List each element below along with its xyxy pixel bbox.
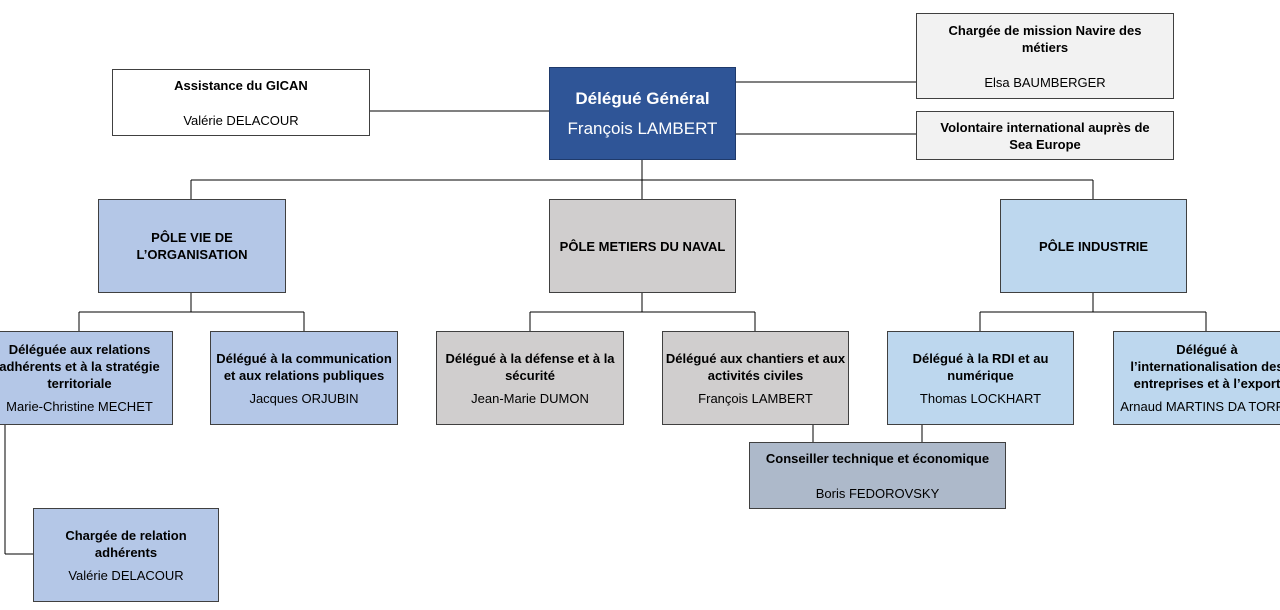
conseiller-box: Conseiller technique et économique Boris… [749,442,1006,509]
charge-relation-title-line1: Chargée de relation [65,527,187,543]
mission-navire-title-line2: métiers [1021,39,1069,55]
volontaire-box: Volontaire international auprès de Sea E… [916,111,1174,160]
charge-relation-title-line2: adhérents [94,544,158,560]
chantiers-name: François LAMBERT [698,390,813,406]
relations-adherents-title-line1: Déléguée aux relations [8,342,151,357]
pole-naval-box: PÔLE METIERS DU NAVAL [549,199,736,293]
international-box: Délégué à l’internationalisation des ent… [1113,331,1280,425]
defense-title-line2: sécurité [505,367,555,383]
assistance-title: Assistance du GICAN [174,77,308,93]
general-delegate-box: Délégué Général François LAMBERT [549,67,736,160]
pole-organisation-box: PÔLE VIE DE L’ORGANISATION [98,199,286,293]
pole-naval-title: PÔLE METIERS DU NAVAL [559,238,726,254]
assistance-name: Valérie DELACOUR [183,112,299,128]
pole-organisation-title-line1: PÔLE VIE DE [151,230,233,245]
rdi-name: Thomas LOCKHART [919,390,1042,406]
international-name: Arnaud MARTINS DA TORRE [1120,399,1280,414]
volontaire-title-line1: Volontaire international auprès de [940,119,1150,135]
rdi-box: Délégué à la RDI et au numérique Thomas … [887,331,1074,425]
international-title-line2: l’internationalisation des [1130,359,1280,374]
volontaire-title-line2: Sea Europe [1009,136,1081,152]
general-delegate-title: Délégué Général [575,88,710,108]
communication-name: Jacques ORJUBIN [249,390,359,406]
chantiers-title-line1: Délégué aux chantiers et aux [665,350,846,366]
pole-industrie-box: PÔLE INDUSTRIE [1000,199,1187,293]
communication-title-line2: et aux relations publiques [223,367,385,383]
defense-name: Jean-Marie DUMON [471,390,589,406]
relations-adherents-name: Marie-Christine MECHET [6,399,153,414]
international-title-line1: Délégué à [1176,342,1238,357]
chantiers-title-line2: activités civiles [707,367,804,383]
general-delegate-name: François LAMBERT [567,118,718,138]
communication-box: Délégué à la communication et aux relati… [210,331,398,425]
defense-title-line1: Délégué à la défense et à la [445,350,615,366]
mission-navire-title-line1: Chargée de mission Navire des [948,22,1142,38]
conseiller-name: Boris FEDOROVSKY [815,485,940,501]
charge-relation-name: Valérie DELACOUR [68,567,184,583]
relations-adherents-title-line3: territoriale [47,376,112,391]
assistance-box: Assistance du GICAN Valérie DELACOUR [112,69,370,136]
rdi-title-line1: Délégué à la RDI et au [912,350,1049,366]
chantiers-box: Délégué aux chantiers et aux activités c… [662,331,849,425]
pole-organisation-title-line2: L’ORGANISATION [136,247,248,262]
conseiller-title: Conseiller technique et économique [765,450,990,466]
rdi-title-line2: numérique [947,367,1014,383]
communication-title-line1: Délégué à la communication [216,350,392,366]
charge-relation-box: Chargée de relation adhérents Valérie DE… [33,508,219,602]
pole-industrie-title: PÔLE INDUSTRIE [1038,238,1149,254]
international-title-line3: entreprises et à l’export [1133,376,1280,391]
relations-adherents-title-line2: adhérents et à la stratégie [0,359,160,374]
defense-box: Délégué à la défense et à la sécurité Je… [436,331,624,425]
mission-navire-box: Chargée de mission Navire des métiers El… [916,13,1174,99]
relations-adherents-box: Déléguée aux relations adhérents et à la… [0,331,173,425]
mission-navire-name: Elsa BAUMBERGER [984,74,1106,90]
